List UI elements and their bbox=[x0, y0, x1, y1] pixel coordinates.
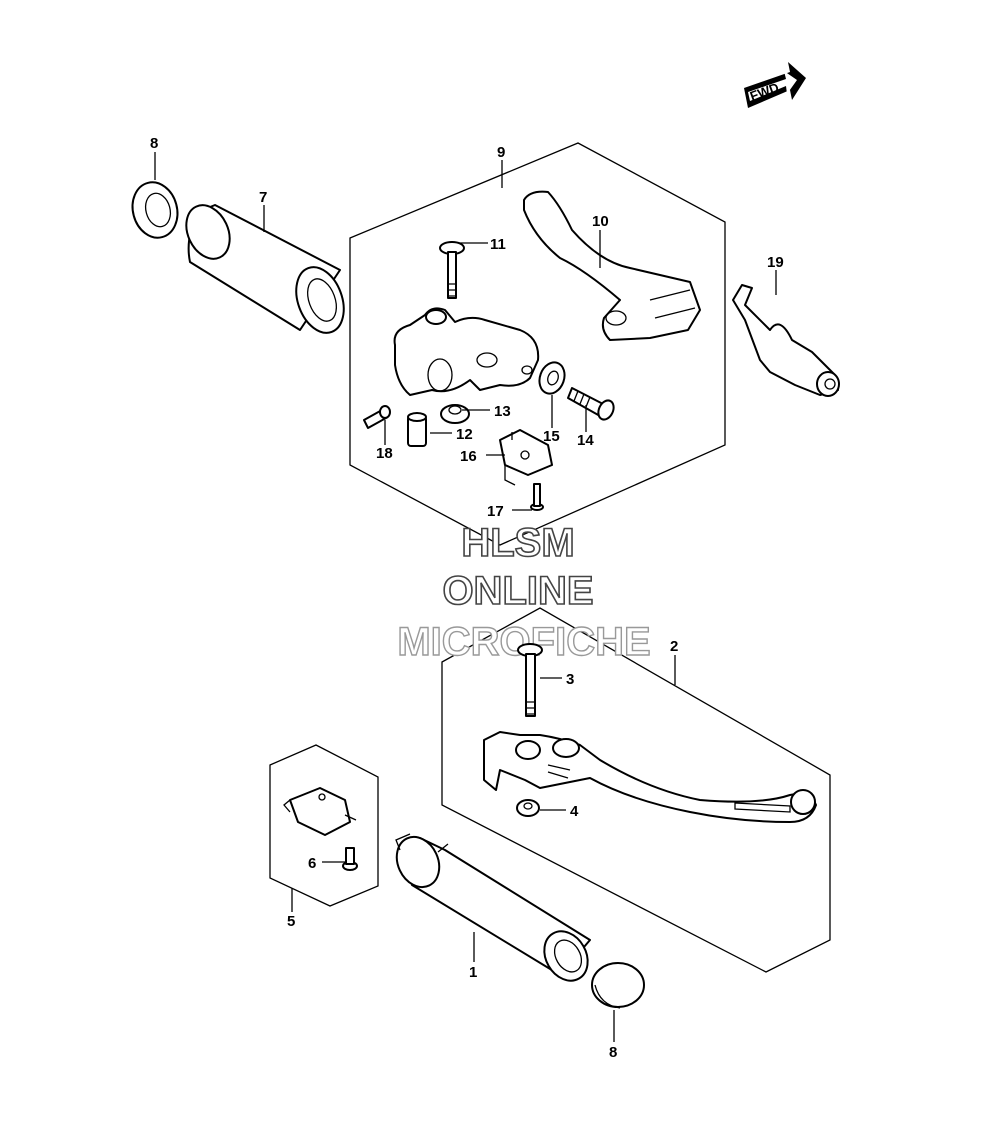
callout-19: 19 bbox=[767, 254, 784, 271]
callout-5: 5 bbox=[287, 913, 295, 930]
leader-lines bbox=[154, 152, 777, 1042]
callout-16: 16 bbox=[460, 448, 477, 465]
callout-8-top: 8 bbox=[150, 135, 158, 152]
clutch-switch bbox=[499, 429, 553, 486]
screw-18 bbox=[363, 405, 391, 429]
callout-12: 12 bbox=[456, 426, 473, 443]
brake-switch bbox=[283, 787, 357, 836]
clutch-lever-holder bbox=[393, 307, 540, 396]
watermark: HLSM ONLINE MICROFICHE bbox=[397, 520, 652, 665]
brake-pivot-bolt bbox=[517, 643, 543, 717]
callout-10: 10 bbox=[592, 213, 609, 230]
clutch-lever bbox=[523, 190, 701, 341]
callout-4: 4 bbox=[570, 803, 579, 820]
callout-18: 18 bbox=[376, 445, 393, 462]
grip-left bbox=[185, 204, 345, 334]
watermark-line2: ONLINE bbox=[442, 569, 593, 613]
watermark-line1: HLSM bbox=[461, 521, 574, 565]
callout-9: 9 bbox=[497, 144, 505, 161]
callout-17: 17 bbox=[487, 503, 504, 520]
watermark-line3: MICROFICHE bbox=[397, 620, 650, 664]
callout-11: 11 bbox=[490, 236, 506, 253]
collar bbox=[407, 412, 427, 447]
brake-lever bbox=[483, 731, 817, 823]
fwd-arrow-icon: FWD bbox=[744, 62, 806, 108]
nut-4 bbox=[516, 799, 540, 817]
nut-13 bbox=[440, 404, 470, 424]
callout-1: 1 bbox=[469, 964, 477, 981]
screw-17 bbox=[530, 483, 544, 511]
screw-6 bbox=[342, 847, 358, 871]
group-box-2 bbox=[441, 607, 831, 973]
lever-boot bbox=[732, 284, 840, 397]
callout-15: 15 bbox=[543, 428, 560, 445]
callout-3: 3 bbox=[566, 671, 574, 688]
pivot-bolt bbox=[439, 241, 465, 299]
grip-end-cap-top bbox=[131, 181, 179, 239]
grip-end-cap-bottom bbox=[591, 962, 645, 1009]
callout-7: 7 bbox=[259, 189, 267, 206]
callout-6: 6 bbox=[308, 855, 316, 872]
adjuster-wheel bbox=[538, 361, 566, 395]
group-box-5 bbox=[269, 744, 379, 907]
callout-13: 13 bbox=[494, 403, 511, 420]
group-box-9 bbox=[349, 142, 726, 546]
throttle-grip bbox=[395, 833, 591, 982]
callout-14: 14 bbox=[577, 432, 594, 449]
adjuster-bolt bbox=[567, 387, 615, 421]
callout-2: 2 bbox=[670, 638, 678, 655]
callout-8-bottom: 8 bbox=[609, 1044, 617, 1061]
